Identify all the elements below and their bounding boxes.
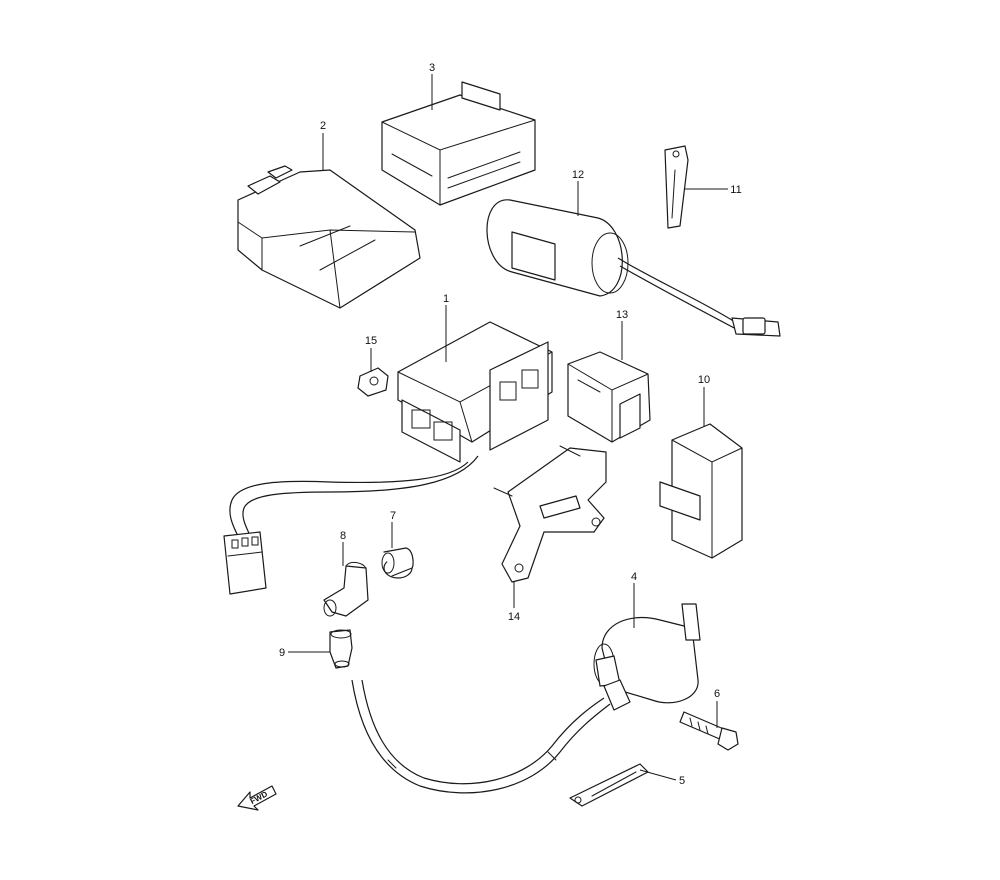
callout-3: 3 xyxy=(429,62,435,74)
part-12-capacitor xyxy=(486,199,781,337)
callout-10: 10 xyxy=(698,374,710,386)
callout-12: 12 xyxy=(572,169,584,181)
callout-9: 9 xyxy=(279,647,285,659)
callout-1: 1 xyxy=(443,293,449,305)
fwd-direction-indicator: FWD xyxy=(237,785,277,811)
callout-labels: 2 3 12 11 1 15 13 10 7 8 9 14 4 6 5 xyxy=(279,62,742,787)
callout-4: 4 xyxy=(631,571,637,583)
part-8-plug-cap xyxy=(323,561,369,617)
part-7-cap xyxy=(381,547,414,579)
part-14-bracket xyxy=(493,445,607,583)
callout-13: 13 xyxy=(616,309,628,321)
callout-5: 5 xyxy=(679,775,685,787)
part-9-grommet xyxy=(329,629,353,669)
callout-8: 8 xyxy=(340,530,346,542)
part-6-bolt xyxy=(679,711,739,751)
callout-7: 7 xyxy=(390,510,396,522)
callout-14: 14 xyxy=(508,611,520,623)
part-10-relay xyxy=(659,423,743,559)
callout-6: 6 xyxy=(714,688,720,700)
part-1-regulator xyxy=(223,321,553,595)
leader-lines xyxy=(288,74,728,781)
part-3-cover xyxy=(381,81,536,206)
arrow-left-down-icon xyxy=(237,785,277,811)
part-13-connector xyxy=(567,351,651,443)
part-15-nut xyxy=(357,367,389,397)
part-4-ignition-coil xyxy=(351,603,701,794)
part-11-clamp xyxy=(664,145,689,229)
callout-2: 2 xyxy=(320,120,326,132)
callout-15: 15 xyxy=(365,335,377,347)
part-2-igniter-unit xyxy=(237,165,421,309)
part-5-clamp xyxy=(569,763,649,807)
callout-11: 11 xyxy=(730,184,741,196)
